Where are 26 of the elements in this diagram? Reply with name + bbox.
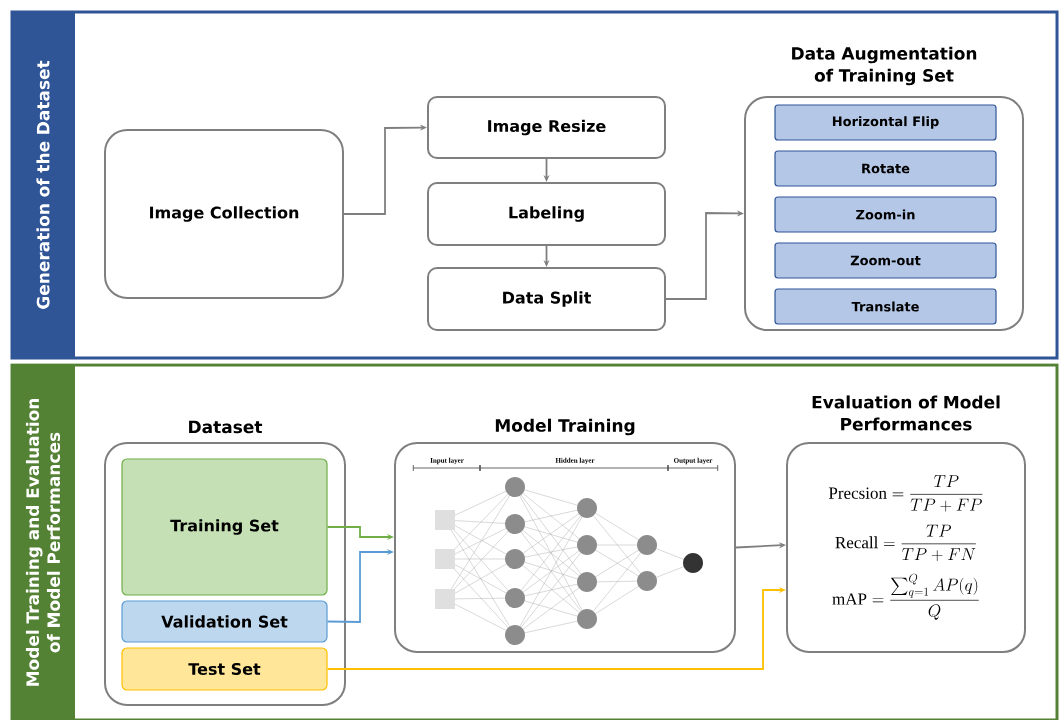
option-box: Translate — [774, 288, 997, 325]
arrow — [665, 210, 744, 300]
section-panel — [10, 363, 1059, 720]
option-box: Horizontal Flip — [774, 104, 997, 141]
group-heading: Data Augmentation of Training Set — [792, 46, 977, 86]
arrow — [735, 542, 786, 549]
group-heading: Dataset — [189, 420, 263, 434]
dataset-box: Training Set — [121, 458, 328, 596]
section-label: Model Training and Evaluation of Model Performances — [25, 398, 61, 686]
section-label: Generation of the Dataset — [36, 60, 50, 309]
process-box: Image Resize — [427, 96, 666, 159]
section-panel — [10, 10, 1059, 360]
option-box: Rotate — [774, 150, 997, 187]
arrow — [326, 548, 394, 623]
process-box: Labeling — [427, 182, 666, 246]
process-box: Data Split — [427, 267, 666, 331]
arrow — [343, 124, 427, 215]
dataset-box: Test Set — [121, 647, 328, 691]
dataset-box: Validation Set — [121, 600, 328, 643]
option-box: Zoom-in — [774, 196, 997, 233]
group-heading: Evaluation of Model Performances — [812, 395, 1000, 431]
group-heading: Model Training — [495, 418, 635, 436]
group-box: $\mathrm{Precsion} = \frac{TP}{TP+FP}$ $\mathrm{Recall} = \frac{TP}{TP+FN}$ $\mathrm{mAP} = \frac{\sum_{q=1}^{Q} AP(q)}{Q}$ — [786, 442, 1026, 653]
arrow — [326, 586, 786, 670]
process-box: Image Collection — [104, 129, 344, 299]
option-box: Zoom-out — [774, 242, 997, 279]
